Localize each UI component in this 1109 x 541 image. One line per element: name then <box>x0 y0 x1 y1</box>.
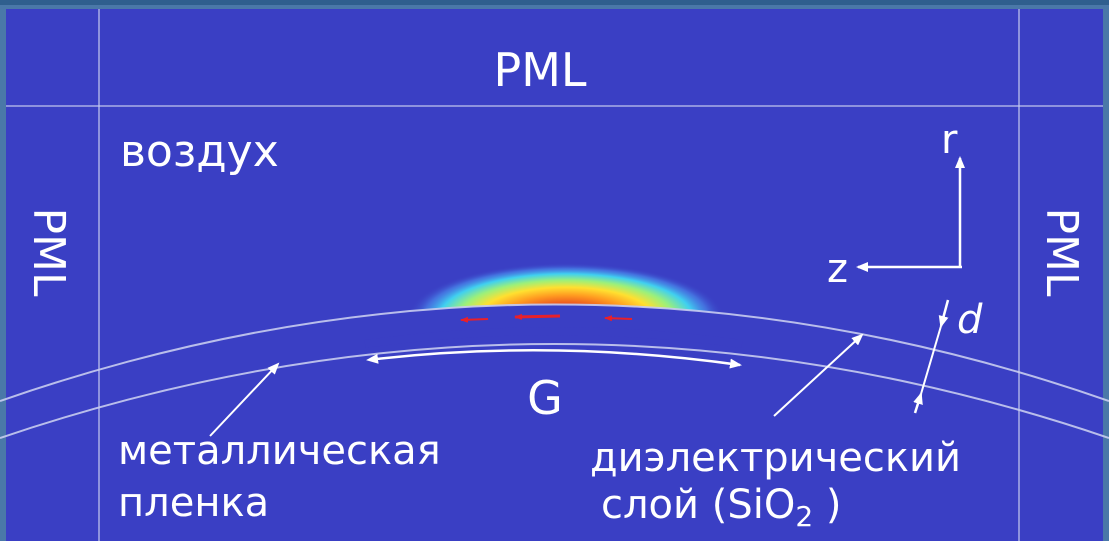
frame-top-stripe <box>0 0 1109 5</box>
gap-region <box>364 327 743 348</box>
pml-left-label: PML <box>23 207 74 296</box>
field-arrow <box>460 316 489 323</box>
metal-film-label-line2: пленка <box>118 480 269 526</box>
dielectric-pointer-arrow <box>773 333 864 417</box>
thickness-label: d <box>957 297 983 343</box>
pml-right-label: PML <box>1036 207 1087 296</box>
dielectric-outer-boundary <box>0 303 1109 402</box>
dielectric-label-suffix: ) <box>813 482 841 528</box>
axis-z-label: z <box>827 246 848 292</box>
metal-film-boundary <box>0 343 1109 439</box>
metal-film-label-line1: металлическая <box>118 428 441 474</box>
axis-r-label: r <box>941 117 958 163</box>
dielectric-label-line2: слой (SiO2 ) <box>601 482 842 533</box>
thickness-line <box>920 325 942 395</box>
thickness-arrow-top <box>938 299 950 328</box>
dielectric-label-prefix: слой (SiO <box>601 482 795 528</box>
gap-double-arrow <box>366 349 742 369</box>
gap-label: G <box>527 371 563 425</box>
field-arrow <box>514 313 561 320</box>
metal-film-pointer-arrow <box>209 362 280 437</box>
pml-top-label: PML <box>493 43 586 97</box>
dielectric-label-subscript: 2 <box>795 500 813 533</box>
air-label: воздух <box>120 126 279 177</box>
field-arrow <box>604 315 633 322</box>
dielectric-label-line1: диэлектрический <box>590 435 961 481</box>
thickness-arrow-bottom <box>913 392 923 414</box>
